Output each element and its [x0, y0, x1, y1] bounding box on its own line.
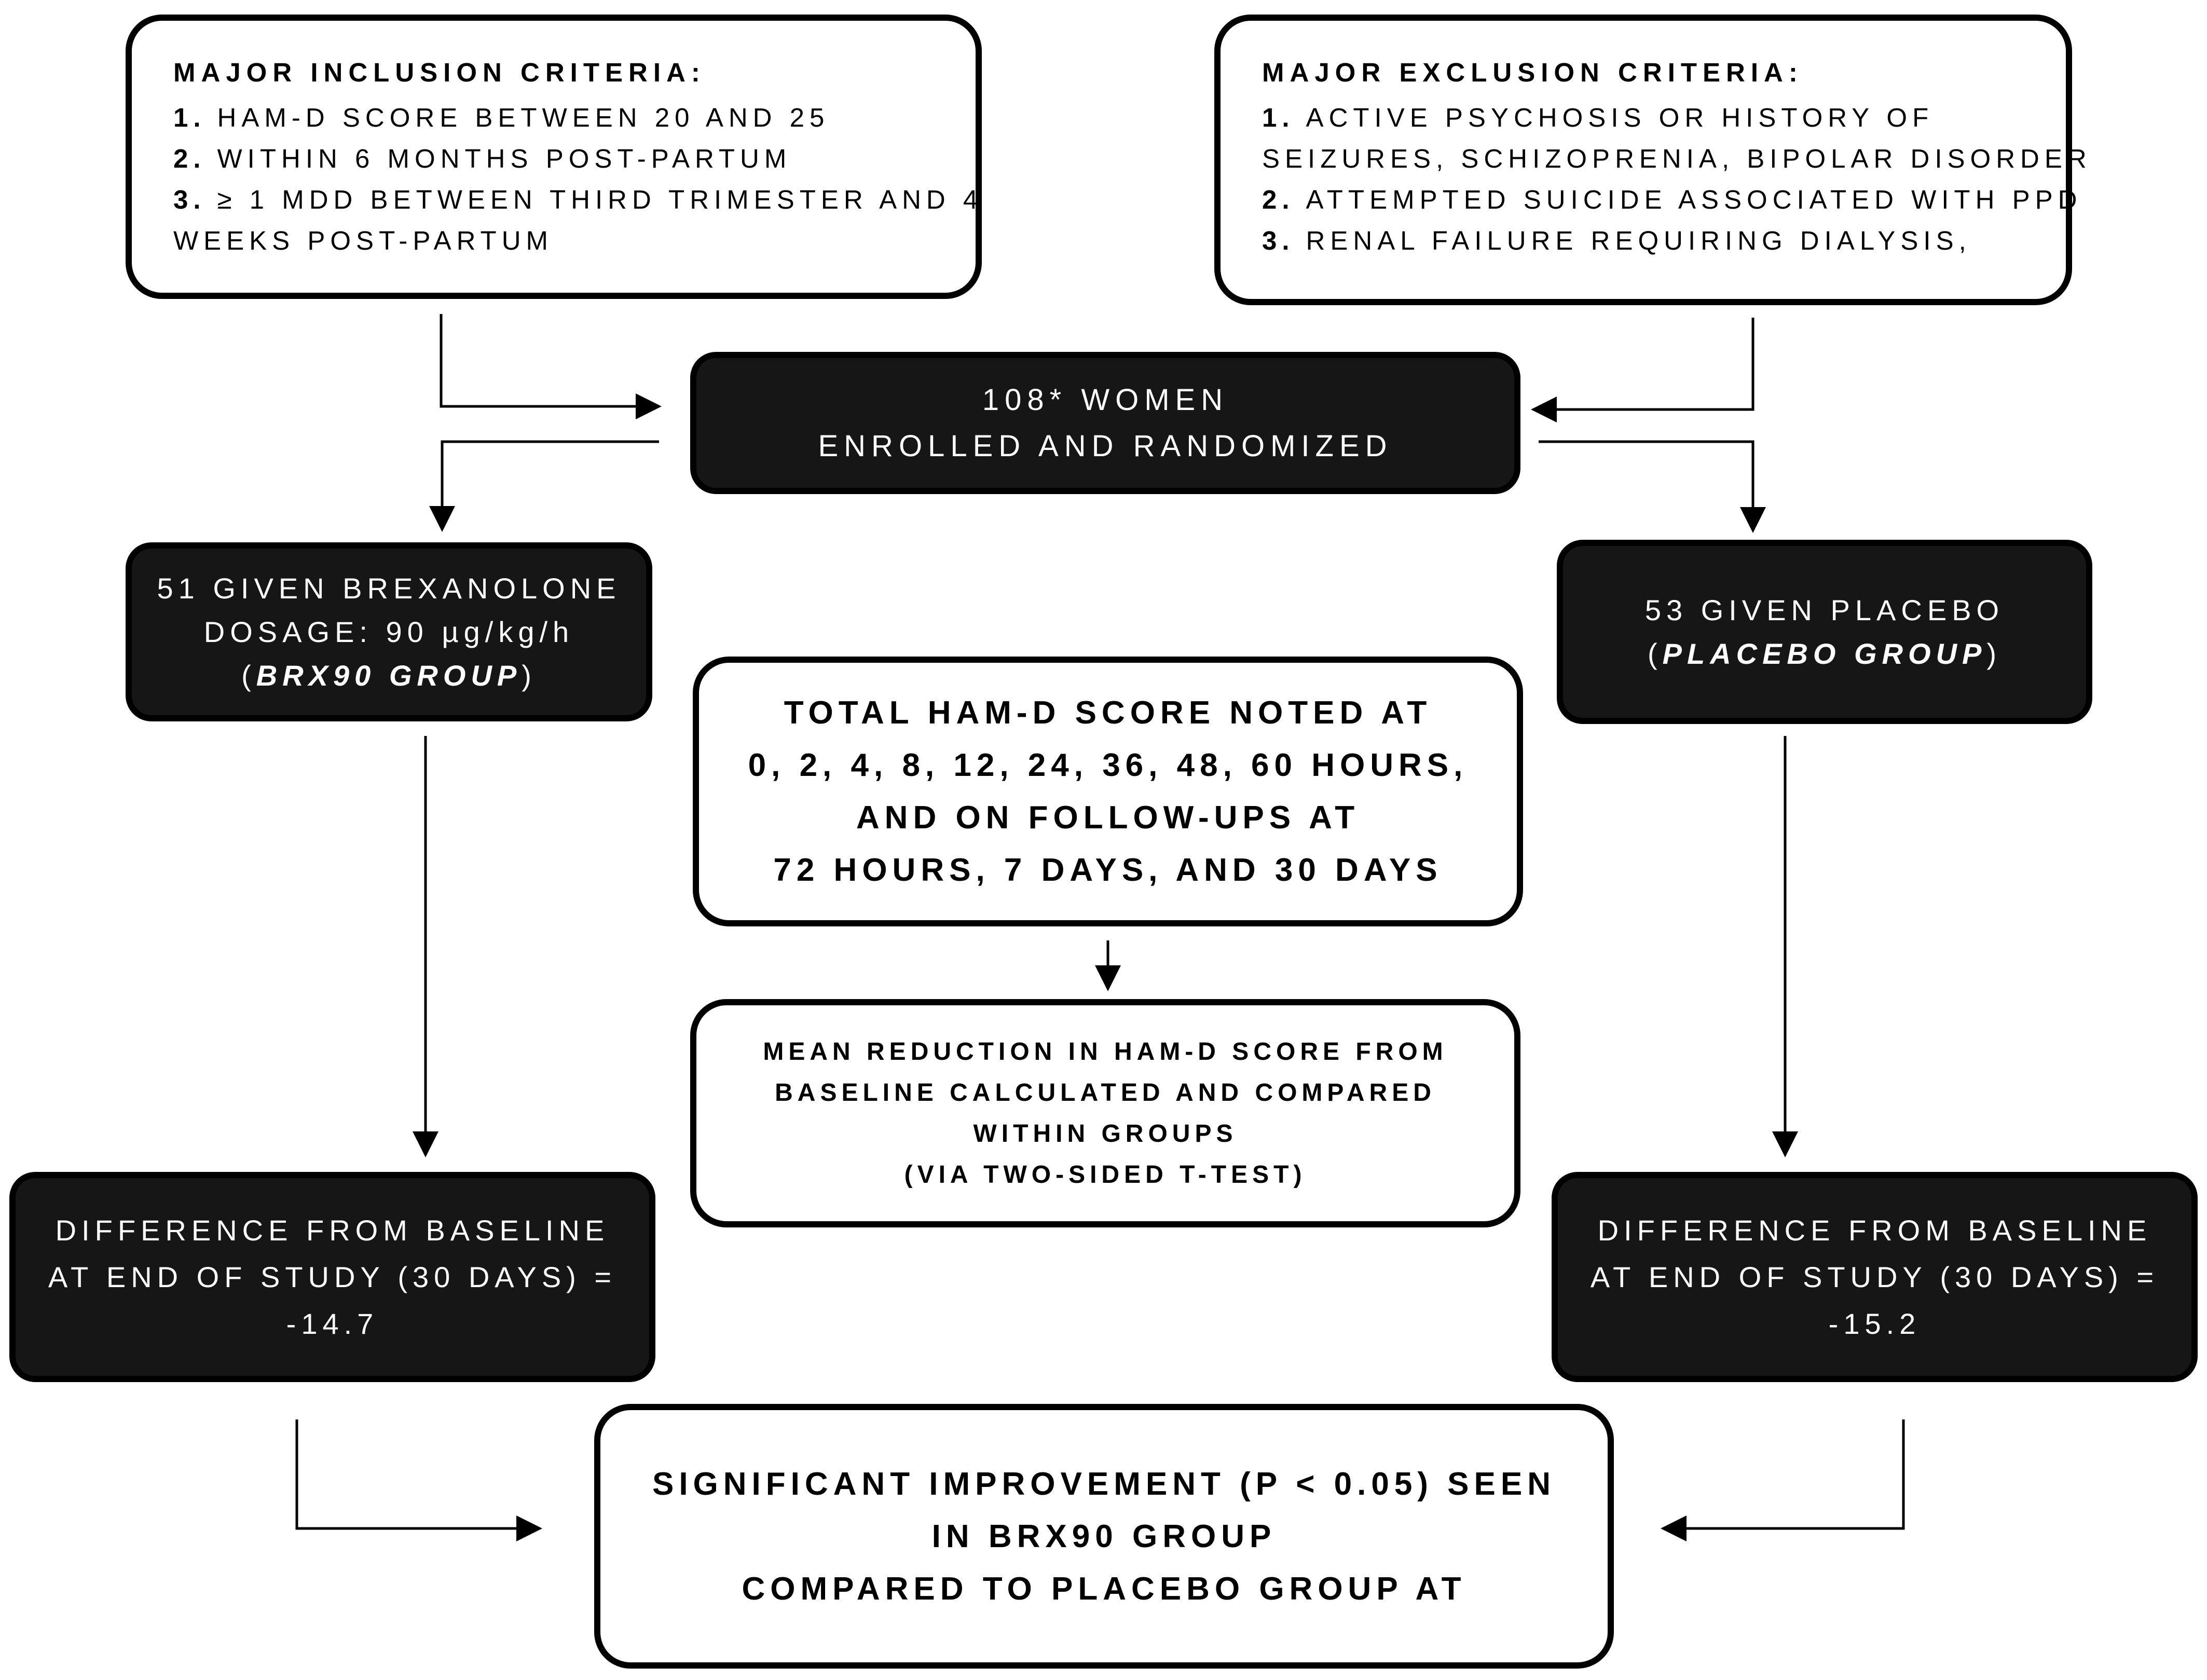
mean-reduction-line: MEAN REDUCTION IN HAM-D SCORE FROM [763, 1038, 1448, 1066]
item-number: 3. [1262, 226, 1295, 255]
item-text: WITHIN 6 MONTHS POST-PARTUM [217, 144, 792, 173]
item-text-continuation: WEEKS POST-PARTUM [173, 226, 554, 255]
conclusion-box: SIGNIFICANT IMPROVEMENT (P < 0.05) SEEN … [594, 1404, 1614, 1669]
difference-line: DIFFERENCE FROM BASELINE [1597, 1213, 2152, 1247]
enrolled-count: 108* WOMEN [982, 383, 1229, 417]
paren-close: ) [1986, 637, 2002, 670]
item-number: 1. [173, 103, 206, 132]
mean-reduction-line: (VIA TWO-SIDED T-TEST) [904, 1161, 1307, 1189]
schedule-line: 0, 2, 4, 8, 12, 24, 36, 48, 60 HOURS, [748, 747, 1468, 783]
item-text-continuation: SEIZURES, SCHIZOPRENIA, BIPOLAR DISORDER [1262, 144, 2092, 173]
arrow-brx-difference-to-conclusion [295, 1419, 542, 1541]
item-text: RENAL FAILURE REQUIRING DIALYSIS, [1306, 226, 1971, 255]
schedule-line: 72 HOURS, 7 DAYS, AND 30 DAYS [773, 852, 1443, 888]
enrolled-label: ENROLLED AND RANDOMIZED [818, 429, 1393, 463]
item-text: ATTEMPTED SUICIDE ASSOCIATED WITH PPD [1306, 185, 2082, 214]
placebo-group-name: (PLACEBO GROUP) [1648, 632, 2002, 676]
inclusion-item: 2. WITHIN 6 MONTHS POST-PARTUM [173, 138, 934, 179]
conclusion-line: SIGNIFICANT IMPROVEMENT (P < 0.05) SEEN [652, 1466, 1556, 1502]
arrow-enrolled-to-brexanolone [429, 440, 659, 532]
item-number: 3. [173, 185, 206, 214]
item-number: 2. [173, 144, 206, 173]
group-name-italic: PLACEBO GROUP [1662, 637, 1987, 670]
difference-value: -14.7 [286, 1307, 379, 1340]
item-text: ≥ 1 MDD BETWEEN THIRD TRIMESTER AND 4 [217, 185, 983, 214]
difference-value: -15.2 [1828, 1307, 1921, 1340]
conclusion-line: IN BRX90 GROUP [931, 1518, 1277, 1554]
inclusion-item: 1. HAM-D SCORE BETWEEN 20 AND 25 [173, 97, 934, 138]
placebo-group-box: 53 GIVEN PLACEBO (PLACEBO GROUP) [1557, 540, 2092, 724]
exclusion-criteria-title: MAJOR EXCLUSION CRITERIA: [1262, 58, 1803, 87]
exclusion-item: 1. ACTIVE PSYCHOSIS OR HISTORY OF [1262, 97, 2024, 138]
item-number: 2. [1262, 185, 1295, 214]
schedule-line: TOTAL HAM-D SCORE NOTED AT [784, 695, 1432, 731]
inclusion-criteria-title: MAJOR INCLUSION CRITERIA: [173, 58, 706, 87]
brexanolone-count: 51 GIVEN BREXANOLONE [157, 571, 621, 605]
inclusion-item: 3.≥ 1 MDD BETWEEN THIRD TRIMESTER AND 4 [173, 179, 978, 220]
exclusion-item: 2.ATTEMPTED SUICIDE ASSOCIATED WITH PPD [1262, 179, 2077, 220]
arrow-enrolled-to-placebo [1539, 440, 1766, 533]
item-text: ACTIVE PSYCHOSIS OR HISTORY OF [1306, 103, 1934, 132]
brexanolone-group-name: (BRX90 GROUP) [241, 654, 537, 698]
mean-reduction-line: WITHIN GROUPS [973, 1120, 1238, 1148]
mean-reduction-line: BASELINE CALCULATED AND COMPARED [775, 1079, 1436, 1107]
difference-line: DIFFERENCE FROM BASELINE [55, 1213, 610, 1247]
brx-difference-box: DIFFERENCE FROM BASELINE AT END OF STUDY… [9, 1172, 655, 1382]
conclusion-line: COMPARED TO PLACEBO GROUP AT [742, 1570, 1466, 1607]
inclusion-criteria-box: MAJOR INCLUSION CRITERIA: 1. HAM-D SCORE … [126, 15, 982, 299]
difference-line: AT END OF STUDY (30 DAYS) = [48, 1260, 617, 1293]
exclusion-item: 3. RENAL FAILURE REQUIRING DIALYSIS, [1262, 220, 2024, 261]
placebo-count: 53 GIVEN PLACEBO [1644, 593, 2005, 626]
arrow-inclusion-to-enrolled [440, 314, 662, 419]
arrow-exclusion-to-enrolled [1531, 318, 1754, 422]
brexanolone-group-box: 51 GIVEN BREXANOLONE DOSAGE: 90 µg/kg/h … [126, 542, 652, 721]
paren-open: ( [241, 659, 256, 692]
arrow-placebo-difference-to-conclusion [1661, 1419, 1905, 1541]
difference-line: AT END OF STUDY (30 DAYS) = [1590, 1260, 2159, 1293]
group-name-italic: BRX90 GROUP [256, 659, 522, 692]
item-text: HAM-D SCORE BETWEEN 20 AND 25 [217, 103, 830, 132]
paren-close: ) [522, 659, 537, 692]
brexanolone-dosage: DOSAGE: 90 µg/kg/h [203, 615, 574, 648]
item-number: 1. [1262, 103, 1295, 132]
paren-open: ( [1647, 637, 1663, 670]
enrolled-box: 108* WOMEN ENROLLED AND RANDOMIZED [690, 352, 1520, 494]
hamd-schedule-box: TOTAL HAM-D SCORE NOTED AT 0, 2, 4, 8, 1… [693, 657, 1523, 926]
schedule-line: AND ON FOLLOW-UPS AT [856, 800, 1360, 836]
exclusion-criteria-box: MAJOR EXCLUSION CRITERIA: 1. ACTIVE PSYCH… [1214, 15, 2092, 305]
placebo-difference-box: DIFFERENCE FROM BASELINE AT END OF STUDY… [1552, 1172, 2198, 1382]
mean-reduction-box: MEAN REDUCTION IN HAM-D SCORE FROM BASEL… [690, 999, 1520, 1227]
